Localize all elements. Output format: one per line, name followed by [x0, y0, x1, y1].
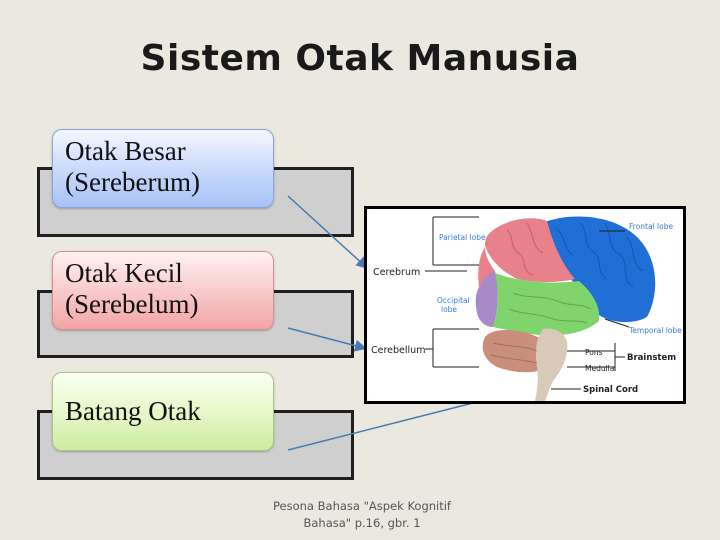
label-frontal: Frontal lobe: [629, 222, 673, 231]
parietal-lobe: [485, 218, 575, 282]
label-pons: Pons: [585, 348, 603, 357]
occipital-lobe: [475, 271, 498, 327]
label-otak-besar: Otak Besar (Sereberum): [52, 129, 274, 208]
brain-diagram: Cerebrum Cerebellum Parietal lobe Occipi…: [371, 216, 682, 401]
label-otak-besar-line1: Otak Besar: [65, 136, 186, 166]
label-cerebrum: Cerebrum: [373, 267, 420, 278]
label-spinal-cord: Spinal Cord: [583, 385, 638, 395]
upper-brain-cap: [478, 247, 495, 287]
slide-title: Sistem Otak Manusia: [140, 38, 580, 79]
label-batang-otak: Batang Otak: [52, 372, 274, 451]
label-temporal: Temporal lobe: [628, 326, 682, 335]
label-otak-kecil-line2: (Serebelum): [65, 289, 199, 319]
label-otak-kecil-line1: Otak Kecil: [65, 258, 183, 288]
cerebellum: [482, 330, 551, 373]
temporal-lobe: [493, 273, 600, 336]
caption-line2: Bahasa" p.16, gbr. 1: [303, 516, 421, 530]
brain-figure: Cerebrum Cerebellum Parietal lobe Occipi…: [364, 206, 686, 404]
gyri-texture: [490, 222, 644, 364]
label-cerebellum: Cerebellum: [371, 345, 425, 356]
annotation-lines: [425, 216, 630, 390]
label-parietal: Parietal lobe: [439, 233, 486, 242]
source-caption: Pesona Bahasa "Aspek Kognitif Bahasa" p.…: [262, 498, 462, 532]
label-brainstem: Brainstem: [627, 353, 676, 363]
brainstem: [535, 328, 568, 401]
frontal-lobe: [542, 216, 656, 323]
label-occipital-2: lobe: [441, 305, 457, 314]
label-medulla: Medulla: [585, 364, 614, 373]
label-batang-otak-line1: Batang Otak: [65, 396, 201, 426]
caption-line1: Pesona Bahasa "Aspek Kognitif: [273, 499, 451, 513]
label-occipital-1: Occipital: [437, 296, 470, 305]
label-otak-kecil: Otak Kecil (Serebelum): [52, 251, 274, 330]
label-otak-besar-line2: (Sereberum): [65, 167, 200, 197]
